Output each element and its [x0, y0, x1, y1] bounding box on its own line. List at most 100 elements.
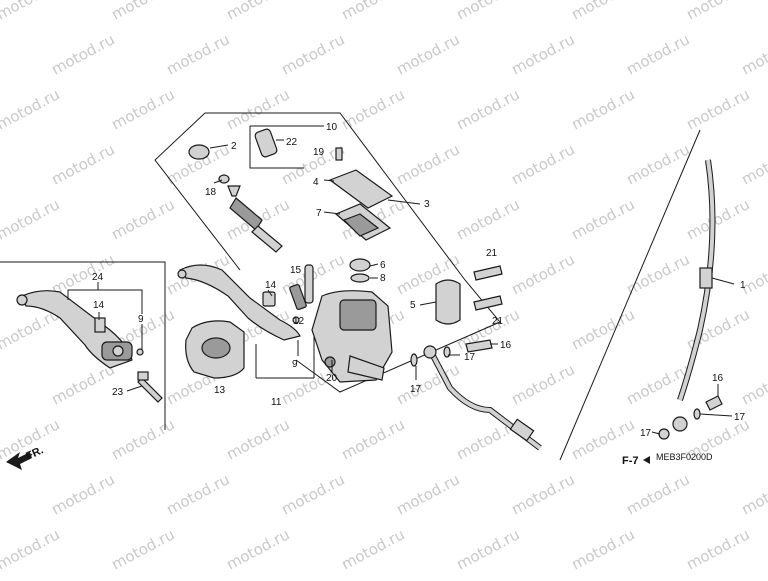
watermark-text: motod.ru: [568, 0, 637, 24]
callout-17-d: 17: [640, 428, 652, 439]
callout-21-bottom: 21: [492, 316, 504, 327]
watermark-text: motod.ru: [568, 305, 637, 353]
watermark-text: motod.ru: [683, 0, 752, 24]
watermark-text: motod.ru: [623, 250, 692, 298]
watermark-text: motod.ru: [453, 0, 522, 24]
callout-9-left: 9: [138, 314, 144, 325]
callout-22: 22: [286, 137, 298, 148]
watermark-text: motod.ru: [623, 30, 692, 78]
reservoir-cap: [328, 169, 394, 209]
watermark-text: motod.ru: [223, 0, 292, 24]
watermark-text: motod.ru: [683, 195, 752, 243]
callout-1: 1: [740, 280, 746, 291]
watermark-text: motod.ru: [0, 470, 3, 518]
watermark-text: motod.ru: [0, 250, 3, 298]
watermark-text: motod.ru: [0, 0, 63, 24]
watermark-text: motod.ru: [223, 525, 292, 573]
diagram-code: MEB3F0200D: [656, 452, 713, 462]
watermark-text: motod.ru: [508, 140, 577, 188]
watermark-text: motod.ru: [0, 30, 3, 78]
brake-hose-upper: [423, 345, 542, 451]
callout-12: 12: [293, 316, 305, 327]
arrow-right-icon: [643, 456, 650, 464]
watermark-text: motod.ru: [453, 85, 522, 133]
watermark-text: motod.ru: [338, 0, 407, 24]
watermark-text: motod.ru: [738, 250, 768, 298]
watermark-text: motod.ru: [508, 30, 577, 78]
watermark-text: motod.ru: [738, 140, 768, 188]
watermark-text: motod.ru: [508, 250, 577, 298]
banjo-bolt-16: [465, 339, 723, 411]
callout-8: 8: [380, 273, 386, 284]
hose-reference-line: [559, 129, 701, 461]
watermark-text: motod.ru: [0, 195, 63, 243]
callout-18: 18: [205, 187, 217, 198]
watermark-text: motod.ru: [338, 525, 407, 573]
watermark-text: motod.ru: [0, 360, 3, 408]
callout-7: 7: [316, 208, 322, 219]
watermark-text: motod.ru: [508, 360, 577, 408]
callout-16-bottom: 16: [712, 373, 724, 384]
watermark-text: motod.ru: [738, 30, 768, 78]
master-cylinder-piston-set: [188, 128, 283, 253]
front-arrow-icon: [6, 452, 32, 470]
callout-labels: 1 2 3 4 5 6 7 8 9 9 10 11 12 13 14 14 15…: [92, 122, 746, 439]
watermark-text: motod.ru: [623, 140, 692, 188]
callout-lines-24: [67, 282, 143, 392]
watermark-text: motod.ru: [0, 85, 63, 133]
watermark-text: motod.ru: [48, 360, 117, 408]
callout-5: 5: [410, 300, 416, 311]
callout-20: 20: [326, 373, 338, 384]
callout-14-right: 14: [265, 280, 277, 291]
callout-9-right: 9: [292, 359, 298, 370]
callout-17-a: 17: [410, 384, 422, 395]
lever-cover: [185, 320, 245, 379]
master-cylinder-body: [311, 290, 393, 383]
callout-19: 19: [313, 147, 325, 158]
watermark-text: motod.ru: [48, 30, 117, 78]
callout-10: 10: [326, 122, 338, 133]
callout-11: 11: [271, 397, 282, 408]
watermark-text: motod.ru: [508, 470, 577, 518]
watermark-text: motod.ru: [683, 85, 752, 133]
watermark-text: motod.ru: [108, 0, 177, 24]
watermark-text: motod.ru: [278, 470, 347, 518]
watermark-text: motod.ru: [163, 30, 232, 78]
handlebar-holder: [435, 279, 461, 325]
watermark-text: motod.ru: [338, 85, 407, 133]
watermark-text: motod.ru: [48, 140, 117, 188]
callout-13: 13: [214, 385, 226, 396]
callout-24: 24: [92, 272, 104, 283]
watermark-text: motod.ru: [338, 415, 407, 463]
callout-17-b: 17: [464, 352, 476, 363]
watermark-text: motod.ru: [393, 360, 462, 408]
watermark-text: motod.ru: [738, 470, 768, 518]
page-reference: F-7: [622, 455, 650, 467]
callout-2: 2: [231, 141, 237, 152]
watermark-text: motod.ru: [623, 470, 692, 518]
front-brake-lever: [177, 264, 314, 341]
watermark-text: motod.ru: [108, 195, 177, 243]
callout-14-left: 14: [93, 300, 105, 311]
watermark-text: motod.ru: [568, 85, 637, 133]
callout-17-c: 17: [734, 412, 746, 423]
callout-23: 23: [112, 387, 124, 398]
callout-16-top: 16: [500, 340, 512, 351]
leader-lines: [297, 179, 735, 435]
watermark-text: motod.ru: [568, 525, 637, 573]
callout-21-top: 21: [486, 248, 498, 259]
watermark-text: motod.ru: [108, 525, 177, 573]
watermark-text: motod.ru: [0, 140, 3, 188]
page-reference-label: F-7: [622, 455, 639, 467]
watermark-text: motod.ru: [683, 525, 752, 573]
left-brake-lever: [16, 290, 163, 403]
left-lever-frame: [0, 261, 166, 430]
watermark-text: motod.ru: [738, 360, 768, 408]
watermark-text: motod.ru: [0, 525, 63, 573]
callout-lines-lever: [255, 289, 315, 378]
watermark-text: motod.ru: [278, 30, 347, 78]
watermark-text: motod.ru: [108, 85, 177, 133]
